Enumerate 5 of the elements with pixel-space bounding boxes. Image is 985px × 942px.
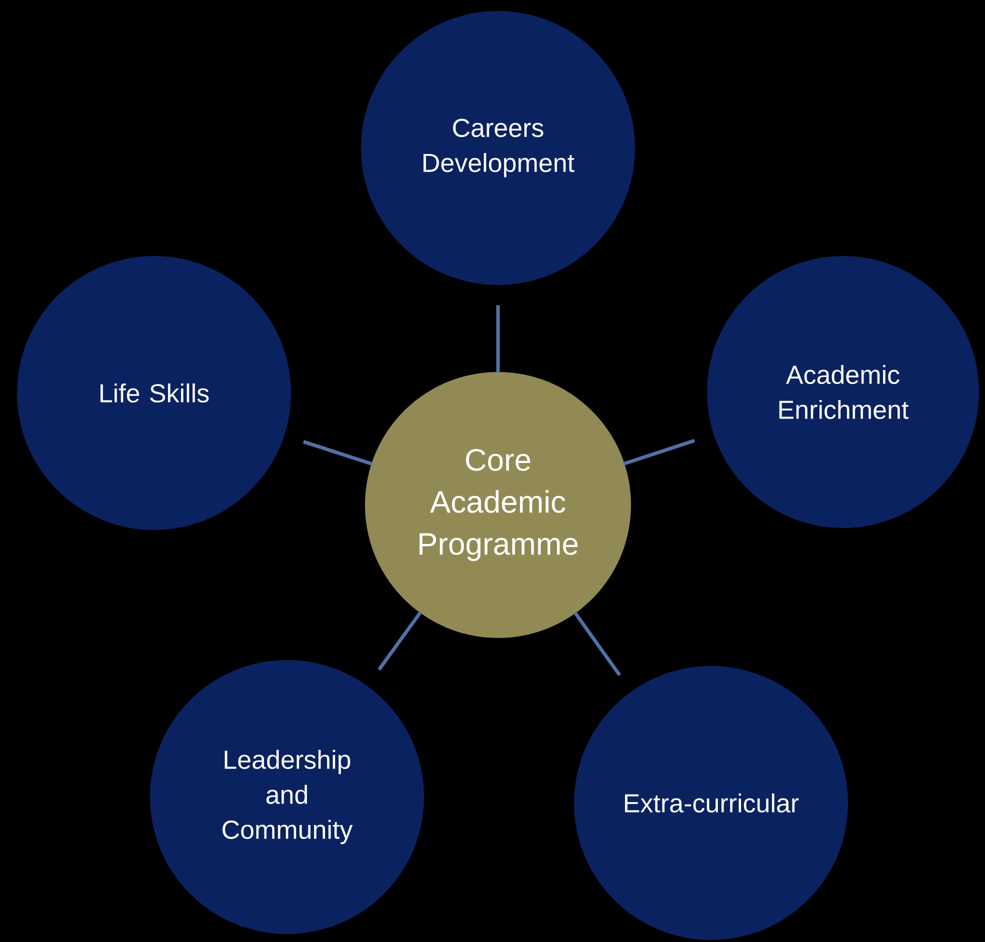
connector-line (378, 611, 422, 671)
connector-line (302, 440, 373, 466)
connector-line (623, 438, 696, 466)
connector-line (573, 612, 622, 676)
connector-line (496, 305, 500, 373)
